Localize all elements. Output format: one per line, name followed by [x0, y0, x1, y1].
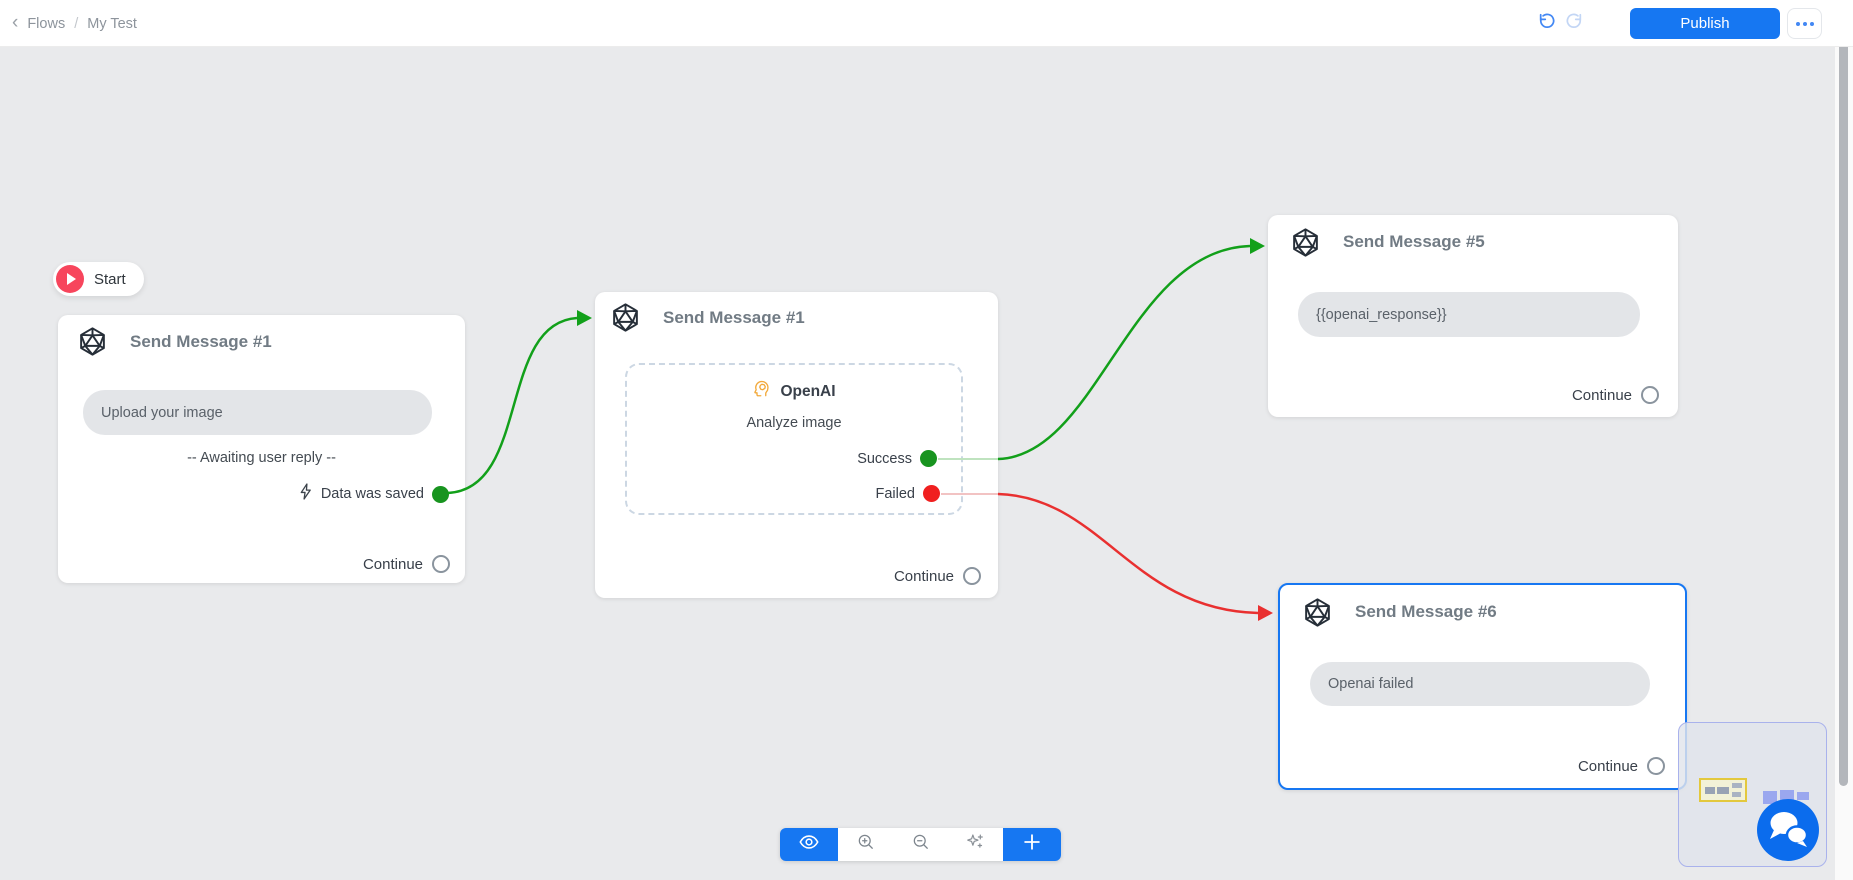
back-chevron-icon[interactable]: ‹	[12, 12, 19, 33]
ai-assist-button[interactable]	[948, 828, 1003, 861]
message-bubble[interactable]: {{openai_response}}	[1298, 292, 1640, 337]
publish-button[interactable]: Publish	[1630, 8, 1780, 39]
continue-label: Continue	[362, 555, 423, 573]
data-saved-port[interactable]	[432, 485, 449, 503]
node-title: Send Message #5	[1343, 232, 1485, 251]
message-bubble-text: Upload your image	[101, 404, 223, 421]
more-options-button[interactable]	[1787, 8, 1822, 39]
continue-row: Continue	[1578, 757, 1665, 775]
continue-port[interactable]	[1647, 757, 1665, 775]
data-saved-row: Data was saved	[298, 483, 449, 505]
continue-row: Continue	[1572, 386, 1659, 404]
continue-label: Continue	[1577, 757, 1638, 775]
zoom-out-button[interactable]	[893, 828, 948, 861]
d20-dice-icon	[1302, 597, 1333, 633]
success-row: Success	[857, 450, 937, 467]
chat-bubbles-icon	[1762, 802, 1814, 859]
continue-label: Continue	[893, 567, 954, 585]
breadcrumb-separator: /	[74, 15, 79, 32]
awaiting-reply-label: -- Awaiting user reply --	[187, 450, 336, 466]
node-title: Send Message #1	[130, 332, 272, 351]
openai-label: OpenAI	[780, 382, 836, 400]
failed-port[interactable]	[923, 485, 940, 502]
node-send-message-5[interactable]: Send Message #5 {{openai_response}} Cont…	[1268, 215, 1678, 417]
message-bubble-text: {{openai_response}}	[1316, 306, 1447, 323]
redo-icon	[1564, 10, 1586, 37]
breadcrumb-flows[interactable]: Flows	[27, 15, 66, 32]
breadcrumb-current[interactable]: My Test	[87, 15, 137, 32]
openai-header: OpenAI	[627, 379, 961, 404]
ellipsis-dot	[1809, 21, 1814, 26]
success-port[interactable]	[920, 450, 937, 467]
continue-port[interactable]	[432, 555, 450, 573]
d20-dice-icon	[610, 302, 641, 338]
edge-success-to-msg5[interactable]	[997, 244, 1251, 461]
edge-failed-to-msg6[interactable]	[997, 492, 1259, 615]
continue-port[interactable]	[963, 567, 981, 585]
undo-button[interactable]	[1532, 9, 1560, 37]
preview-button[interactable]	[780, 828, 838, 861]
sparkles-icon	[965, 832, 986, 858]
continue-row: Continue	[894, 567, 981, 585]
node-title: Send Message #1	[663, 308, 805, 327]
node-send-message-1[interactable]: Send Message #1 Upload your image -- Awa…	[58, 315, 465, 583]
message-bubble[interactable]: Upload your image	[83, 390, 432, 435]
failed-row: Failed	[875, 485, 940, 502]
lightning-icon	[298, 483, 313, 505]
openai-action-label: Analyze image	[746, 415, 842, 431]
edge-arrowhead	[1258, 605, 1273, 621]
edge-arrowhead	[1250, 238, 1265, 254]
chat-launcher-button[interactable]	[1757, 799, 1819, 861]
node-send-message-openai[interactable]: Send Message #1 OpenAI Analyze image Suc…	[595, 292, 998, 598]
minimap-node	[1763, 791, 1777, 804]
continue-label: Continue	[1571, 386, 1632, 404]
node-title: Send Message #6	[1355, 602, 1497, 621]
ellipsis-dot	[1795, 21, 1800, 26]
d20-dice-icon	[1290, 227, 1321, 263]
minimap-node	[1717, 787, 1729, 794]
undo-icon	[1535, 10, 1557, 37]
top-bar: ‹ Flows / My Test Publish	[0, 0, 1853, 47]
message-bubble-text: Openai failed	[1328, 676, 1414, 692]
message-bubble[interactable]: Openai failed	[1310, 662, 1650, 706]
d20-dice-icon	[77, 326, 108, 362]
zoom-in-button[interactable]	[838, 828, 893, 861]
plus-icon	[1021, 831, 1043, 858]
edge-saved-to-msg2[interactable]	[447, 316, 578, 495]
zoom-out-icon	[911, 832, 931, 857]
continue-port[interactable]	[1641, 386, 1659, 404]
edge-arrowhead	[577, 310, 592, 326]
minimap-node	[1797, 792, 1809, 800]
scrollbar-thumb[interactable]	[1839, 8, 1848, 786]
openai-action-box[interactable]: OpenAI Analyze image Success Failed	[625, 363, 963, 515]
openai-icon	[752, 379, 772, 404]
minimap-node	[1732, 783, 1742, 788]
ellipsis-dot	[1802, 21, 1807, 26]
start-label: Start	[94, 270, 126, 288]
node-send-message-6[interactable]: Send Message #6 Openai failed Continue	[1278, 583, 1687, 790]
redo-button[interactable]	[1561, 9, 1589, 37]
success-label: Success	[857, 450, 912, 467]
data-saved-label: Data was saved	[320, 486, 424, 502]
eye-icon	[798, 831, 820, 858]
start-node[interactable]: Start	[53, 262, 144, 296]
zoom-in-icon	[856, 832, 876, 857]
minimap-node	[1732, 792, 1741, 797]
vertical-scrollbar	[1835, 0, 1853, 880]
play-icon	[56, 265, 84, 293]
continue-row: Continue	[363, 555, 450, 573]
canvas-toolbar	[780, 828, 1061, 861]
minimap-node	[1705, 787, 1715, 794]
breadcrumb: ‹ Flows / My Test	[12, 0, 137, 47]
minimap-viewport[interactable]	[1699, 778, 1747, 802]
add-node-button[interactable]	[1003, 828, 1061, 861]
minimap-node	[1780, 790, 1794, 801]
failed-label: Failed	[875, 485, 916, 502]
